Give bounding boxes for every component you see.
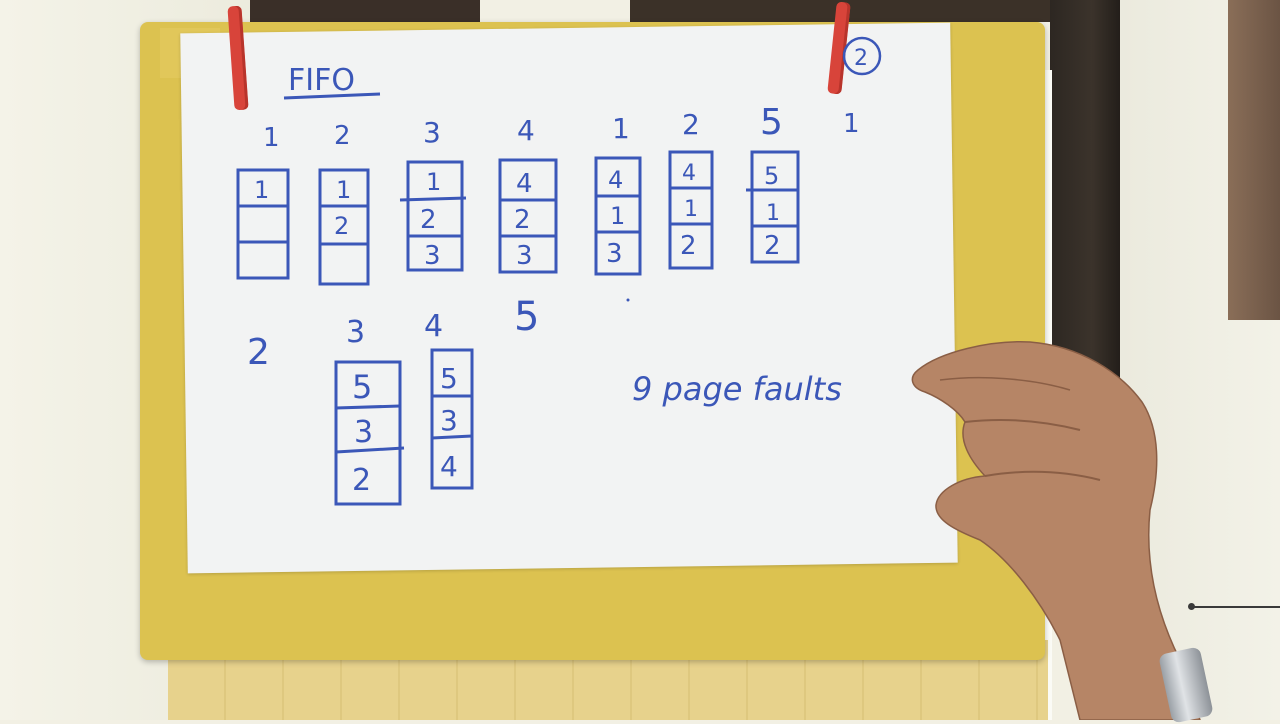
frame-9-slot-2: 3 [440, 404, 458, 437]
title: FIFO [288, 63, 355, 98]
result-note: 9 page faults [632, 370, 842, 408]
frame-4: 4 2 3 [498, 158, 558, 274]
frame-8-slot-2: 3 [354, 415, 373, 450]
ref-12: 5 [514, 294, 539, 340]
frame-5-slot-3: 3 [606, 239, 623, 269]
door-frame [1050, 0, 1120, 390]
ref-1: 1 [263, 123, 280, 153]
frame-1: 1 [236, 168, 290, 280]
frame-1-slot-1: 1 [254, 176, 269, 204]
frame-3-slot-3: 3 [424, 241, 441, 271]
ref-4: 4 [517, 114, 535, 147]
wall-pin [1188, 603, 1195, 610]
frame-7-slot-1: 5 [764, 162, 779, 190]
frame-9-slot-1: 5 [440, 362, 458, 395]
ref-11: 4 [424, 309, 443, 344]
frame-5: 4 1 3 [594, 156, 642, 276]
frame-4-slot-3: 3 [516, 241, 533, 271]
ref-3: 3 [423, 116, 441, 149]
frame-6-slot-3: 2 [680, 231, 697, 261]
frame-9: 5 3 4 [430, 348, 474, 490]
hand-shape [911, 341, 1201, 720]
frame-7-slot-3: 2 [764, 231, 781, 261]
frame-9-slot-3: 4 [440, 450, 458, 483]
frame-5-slot-1: 4 [608, 166, 623, 194]
frame-7: 5 1 2 [746, 150, 800, 264]
ref-10: 3 [346, 315, 365, 350]
frame-2: 1 2 [318, 168, 370, 286]
finger-crease-1 [964, 419, 1081, 431]
frame-6: 4 1 2 [668, 150, 714, 270]
frame-5-slot-2: 1 [610, 202, 625, 230]
title-underline [283, 92, 381, 100]
ref-6: 2 [682, 108, 700, 141]
ref-5: 1 [612, 112, 630, 145]
frame-3: 1 2 3 [399, 160, 467, 272]
frame-4-slot-1: 4 [516, 169, 533, 199]
frame-6-slot-2: 1 [684, 197, 698, 222]
frame-2-slot-1: 1 [336, 176, 351, 204]
frame-3-slot-2: 2 [420, 205, 437, 235]
ink-dot [626, 298, 630, 302]
frame-8-slot-1: 5 [352, 368, 372, 406]
ref-7: 5 [760, 102, 783, 143]
page-number: 2 [854, 46, 868, 71]
wooden-edge [1228, 0, 1280, 320]
page-number-circle [842, 36, 882, 76]
frame-6-slot-1: 4 [682, 161, 696, 186]
finger-crease-3 [939, 376, 1071, 391]
ref-9: 2 [247, 332, 270, 373]
finger-crease-2 [984, 470, 1101, 481]
wall-pin-line [1192, 606, 1280, 608]
frame-7-slot-2: 1 [766, 201, 780, 226]
frame-8: 5 3 2 [334, 360, 405, 506]
frame-8-slot-3: 2 [352, 463, 371, 498]
ref-8: 1 [843, 109, 860, 139]
frame-3-slot-1: 1 [426, 168, 441, 196]
ref-2: 2 [334, 121, 351, 151]
frame-4-slot-2: 2 [514, 205, 531, 235]
frame-2-slot-2: 2 [334, 212, 349, 240]
